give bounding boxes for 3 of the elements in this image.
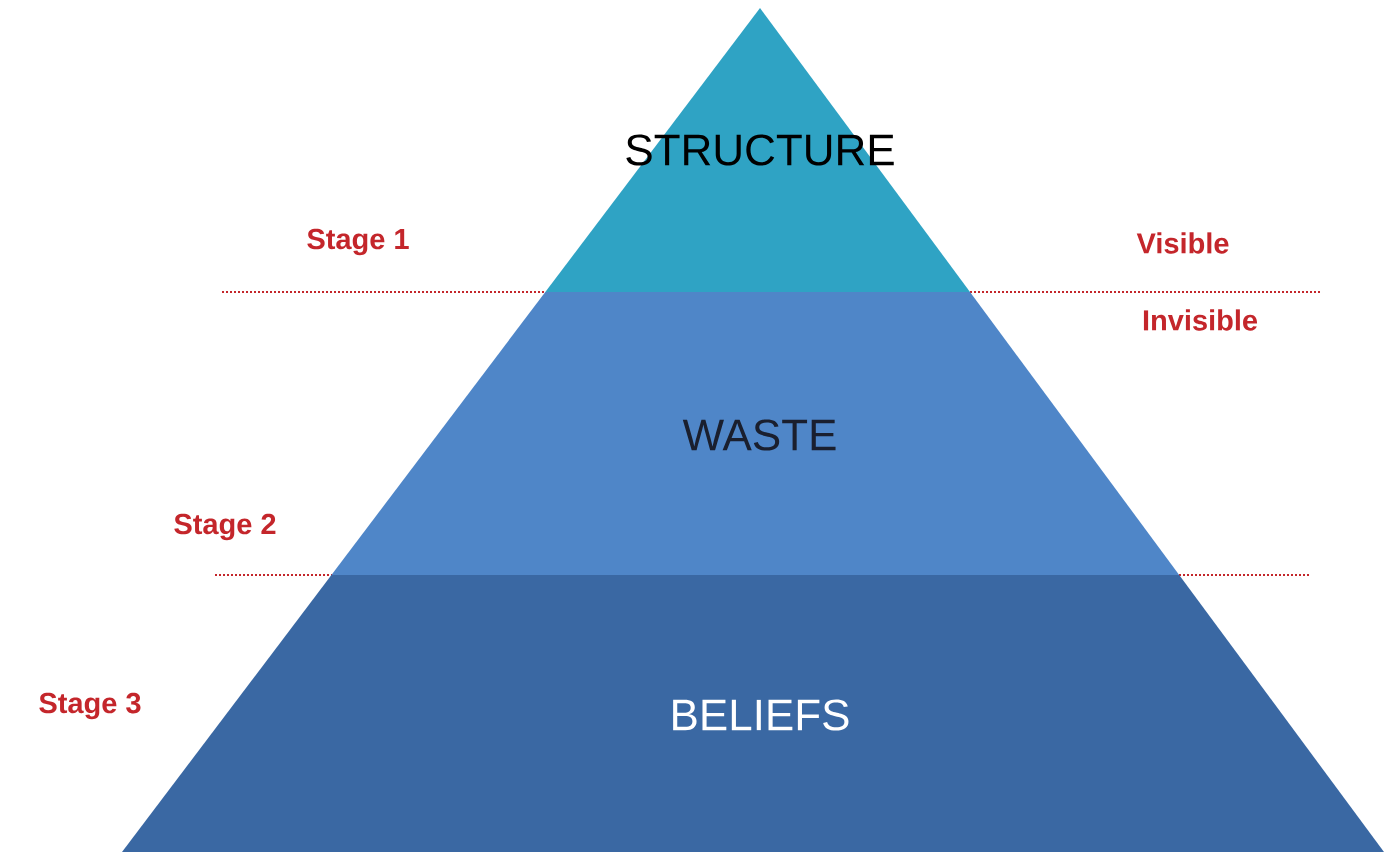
stage-label: Stage 1	[307, 228, 409, 256]
stage-label: Visible	[1136, 232, 1229, 254]
stage-label: Stage 2	[174, 513, 276, 541]
